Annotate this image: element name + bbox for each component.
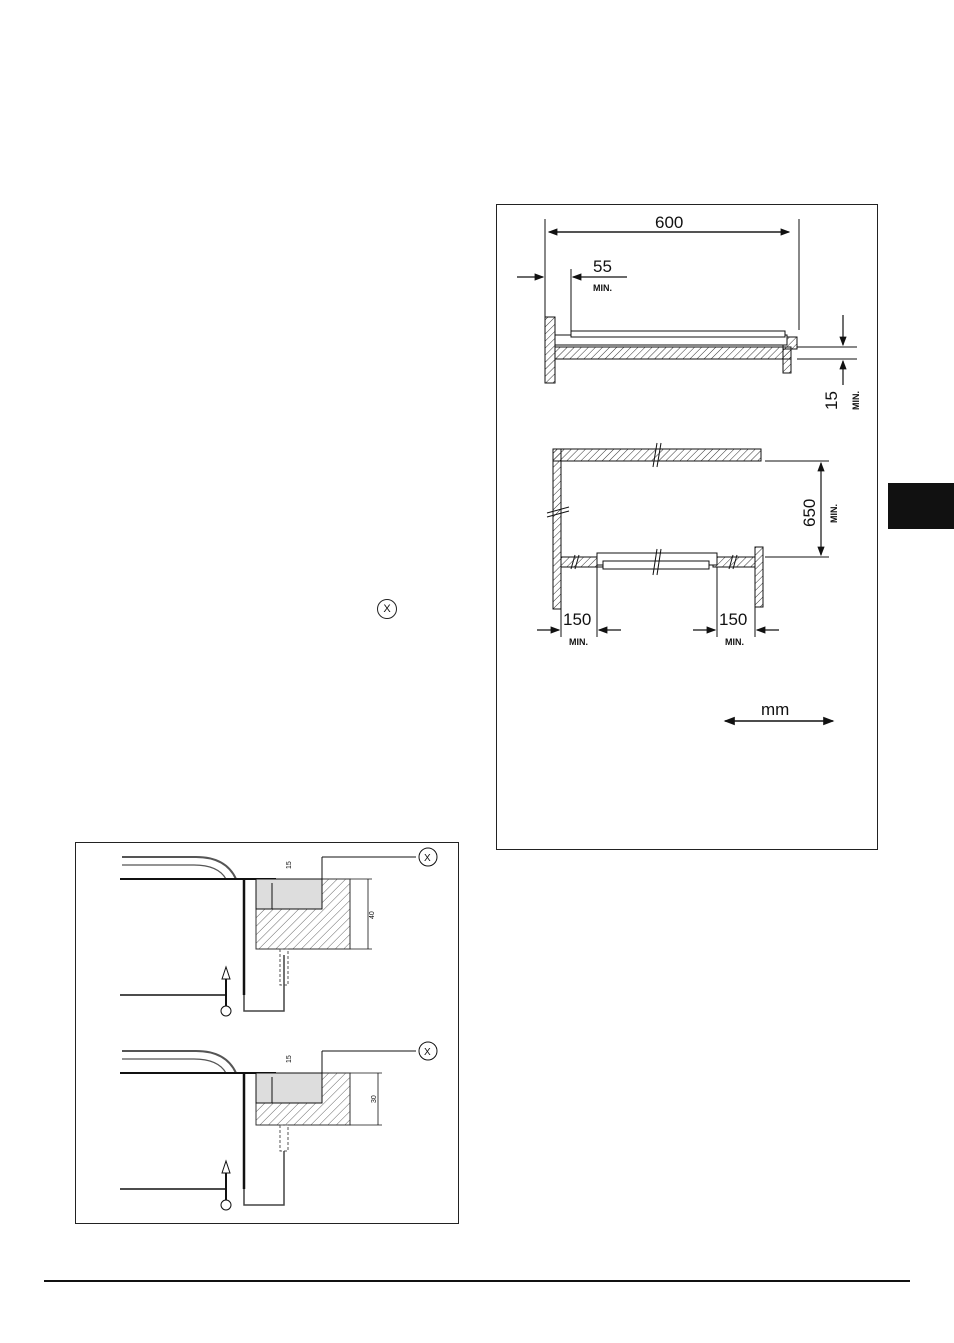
- gap-dim-top: 15: [286, 861, 293, 869]
- width-dim: 600: [655, 213, 683, 232]
- right-side-note: MIN.: [725, 637, 744, 647]
- thickness-note: MIN.: [851, 391, 861, 410]
- footer-rule: [44, 1280, 910, 1282]
- detail-marker-bottom: X: [424, 1047, 431, 1058]
- bracket-detail-40: X 15 40: [120, 847, 438, 1017]
- height-dim-bottom: 30: [371, 1095, 378, 1103]
- thickness-dim: 15: [822, 391, 841, 410]
- fixing-bracket-figure: X 15 40 X 15 30: [75, 842, 459, 1224]
- left-offset-dim: 55: [593, 257, 612, 276]
- front-section-view: 650 MIN. 150 MIN. 150 MIN.: [537, 442, 839, 647]
- bracket-diagram: X 15 40 X 15 30: [120, 847, 438, 1211]
- detail-marker-top: X: [424, 853, 431, 864]
- height-note: MIN.: [829, 504, 839, 523]
- left-side-dim: 150: [563, 610, 591, 629]
- callout-marker-x: X: [377, 599, 397, 619]
- left-side-note: MIN.: [569, 637, 588, 647]
- unit-indicator: mm: [723, 700, 835, 726]
- unit-label: mm: [761, 700, 789, 719]
- installation-dimensions-figure: 600 55 MIN. 15 MIN.: [496, 204, 878, 850]
- side-section-view: 600 55 MIN. 15 MIN.: [517, 213, 861, 410]
- height-dim-top: 40: [369, 911, 376, 919]
- height-dim: 650: [800, 499, 819, 527]
- section-tab: [888, 483, 954, 529]
- gap-dim-bottom: 15: [286, 1055, 293, 1063]
- bracket-detail-30: X 15 30: [120, 1041, 438, 1211]
- left-offset-note: MIN.: [593, 283, 612, 293]
- dimensions-diagram: 600 55 MIN. 15 MIN.: [517, 213, 861, 726]
- right-side-dim: 150: [719, 610, 747, 629]
